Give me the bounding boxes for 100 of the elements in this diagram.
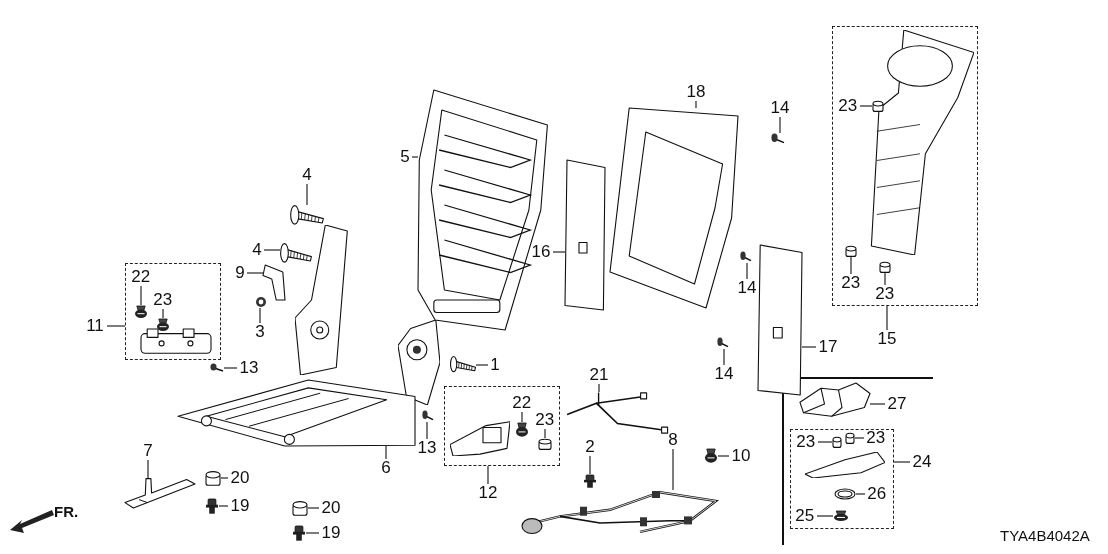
leader-line <box>886 305 888 331</box>
side-panel-drawing <box>565 160 605 310</box>
leader-line <box>305 532 320 534</box>
callout-number: 18 <box>685 83 707 101</box>
seat-frame-drawing <box>178 380 415 446</box>
callout-number: 13 <box>416 439 438 457</box>
ring-drawing <box>833 487 856 500</box>
callout-number: 11 <box>84 317 106 335</box>
leader-line <box>259 307 261 324</box>
clip-drawing <box>704 448 718 464</box>
callout-number: 2 <box>584 438 596 456</box>
clip-drawing <box>514 421 529 438</box>
callout-number: 23 <box>151 290 174 309</box>
leader-line <box>552 251 566 253</box>
callout-number: 27 <box>886 395 908 413</box>
bolt-drawing <box>205 498 219 514</box>
direction-label: FR. <box>54 503 79 520</box>
callout-number: 14 <box>769 99 791 117</box>
cap-drawing <box>878 260 891 273</box>
cap-drawing <box>205 470 221 486</box>
leader-line <box>147 459 149 479</box>
dashed-group-box <box>832 26 978 306</box>
callout-number: 4 <box>251 241 263 259</box>
callout-number: 14 <box>713 365 735 383</box>
leader-line <box>218 505 229 507</box>
screw-drawing <box>210 363 224 373</box>
callout-number: 6 <box>380 459 392 477</box>
leader-line <box>816 515 834 517</box>
leader-line <box>544 428 546 439</box>
leader-line <box>869 403 886 405</box>
callout-number: 17 <box>817 338 839 356</box>
dashed-group-box <box>125 263 221 360</box>
callout-number: 23 <box>533 410 556 429</box>
callout-number: 24 <box>911 453 933 471</box>
bolt-drawing <box>290 205 324 227</box>
leader-line <box>307 507 320 509</box>
diagram-code: TYA4B4042A <box>1000 527 1090 544</box>
clip-drawing <box>155 317 170 332</box>
callout-number: 3 <box>254 323 266 341</box>
nut-drawing <box>255 296 267 308</box>
callout-number: 7 <box>142 442 154 460</box>
callout-number: 25 <box>793 506 816 525</box>
clip-drawing <box>133 304 148 319</box>
callout-number: 10 <box>730 447 752 465</box>
cap-drawing <box>831 435 842 448</box>
leader-line <box>817 441 833 443</box>
strap-drawing <box>125 478 195 508</box>
callout-number: 15 <box>876 330 898 348</box>
cap-drawing <box>844 244 857 257</box>
bolt-drawing <box>583 474 597 488</box>
callout-number: 14 <box>736 279 758 297</box>
callout-number: 5 <box>399 148 411 166</box>
leader-line <box>779 116 781 134</box>
callout-number: 22 <box>129 267 152 286</box>
side-panel-drawing <box>758 245 802 395</box>
leader-line <box>475 364 489 366</box>
callout-number: 19 <box>229 497 251 515</box>
callout-number: 23 <box>839 273 862 292</box>
cap-drawing <box>844 431 855 444</box>
leader-line <box>859 105 873 107</box>
wire-harness-drawing <box>565 392 670 437</box>
leader-line <box>893 461 911 463</box>
leader-line <box>717 455 730 457</box>
cap-drawing <box>537 437 552 450</box>
callout-number: 23 <box>794 432 817 451</box>
leader-line <box>723 348 725 366</box>
leader-line <box>855 493 866 495</box>
leader-line <box>385 445 387 460</box>
leader-line <box>223 367 238 369</box>
leader-line <box>411 156 419 158</box>
leader-line <box>487 465 489 485</box>
dashed-group-box <box>444 386 560 466</box>
callout-number: 20 <box>320 499 342 517</box>
leader-line <box>695 100 697 109</box>
clip-drawing <box>832 509 849 522</box>
wire-harness-drawing <box>520 490 720 534</box>
leader-line <box>263 249 281 251</box>
leader-line <box>746 262 748 280</box>
screw-drawing <box>422 410 434 422</box>
bolt-drawing <box>280 243 312 265</box>
callout-number: 8 <box>667 431 679 449</box>
leader-line <box>589 455 591 475</box>
back-panel-drawing <box>610 108 738 308</box>
callout-number: 16 <box>530 243 552 261</box>
callout-number: 4 <box>301 166 313 184</box>
dashed-group-box <box>790 429 894 529</box>
callout-number: 1 <box>489 356 501 374</box>
cover-drawing <box>800 383 870 418</box>
callout-number: 23 <box>873 284 896 303</box>
callout-number: 23 <box>836 96 859 115</box>
screw-drawing <box>740 251 752 263</box>
cap-drawing <box>292 500 308 516</box>
leader-line <box>854 437 865 439</box>
bolt-drawing <box>450 356 476 374</box>
cap-drawing <box>871 99 884 112</box>
leader-line <box>426 421 428 440</box>
leader-line <box>884 272 886 286</box>
leader-line <box>162 308 164 319</box>
leader-line <box>850 256 852 275</box>
leader-line <box>801 346 817 348</box>
